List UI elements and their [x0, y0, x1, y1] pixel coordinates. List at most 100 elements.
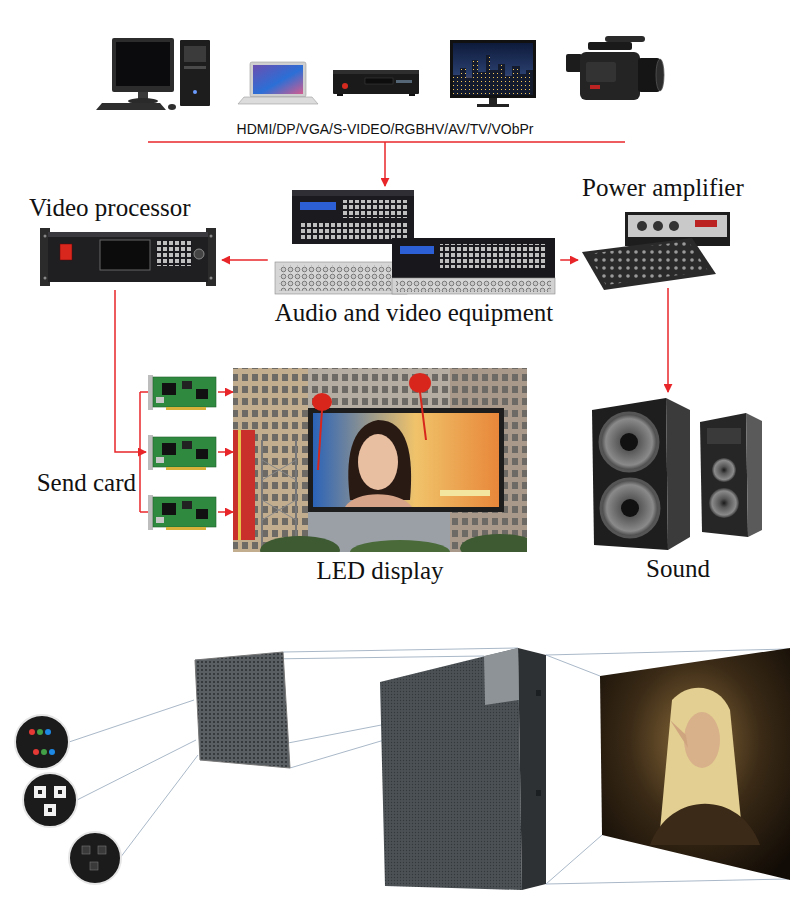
- send-card-board: [148, 375, 216, 410]
- video-processor-unit: [210, 277, 213, 280]
- television: [453, 43, 533, 95]
- media-player: [333, 70, 419, 74]
- unit-label: LED display: [316, 557, 443, 586]
- led-display-photo: [260, 536, 340, 552]
- matrix-switcher: [300, 202, 336, 210]
- led-module: [283, 648, 518, 652]
- led-closeup: [98, 846, 106, 854]
- led-cabinet: [484, 648, 519, 705]
- send-card-board: [148, 375, 216, 530]
- send-card-board: [148, 495, 216, 530]
- power-amplifier-unit: [653, 221, 663, 231]
- laptop: [238, 97, 318, 104]
- matrix-switcher: [396, 280, 551, 292]
- led-cabinet: [546, 655, 600, 676]
- video-processor-unit: [194, 249, 204, 259]
- video-processor-unit: [48, 232, 208, 237]
- loudspeakers: [707, 428, 741, 444]
- matrix-switcher: [392, 278, 555, 294]
- matrix-switcher: [275, 190, 555, 294]
- video-camera: [656, 59, 664, 91]
- led-cabinet: [518, 648, 546, 890]
- desktop-computer: [116, 42, 170, 86]
- desktop-computer: [168, 104, 176, 110]
- led-closeup: [49, 749, 55, 755]
- video-processor-unit: [44, 235, 47, 238]
- matrix-switcher: [342, 200, 408, 218]
- led-display-photo: [300, 368, 460, 413]
- flow-arrow: [560, 259, 578, 261]
- loudspeakers: [666, 398, 690, 550]
- video-camera: [566, 54, 582, 72]
- media-player: [396, 80, 412, 83]
- led-closeup: [69, 832, 121, 884]
- led-display-photo: [238, 430, 241, 540]
- loudspeakers: [592, 398, 668, 550]
- loudspeakers: [601, 479, 659, 537]
- led-closeup: [44, 804, 56, 816]
- media-player: [333, 70, 419, 96]
- video-processor-unit: [60, 244, 72, 260]
- video-camera: [590, 85, 600, 89]
- power-amplifier-unit: [695, 220, 717, 227]
- video-processor-unit: [40, 228, 216, 286]
- video-processor-unit: [48, 232, 208, 282]
- signal-bus-line: [148, 141, 625, 143]
- led-closeup: [58, 790, 62, 794]
- led-display-photo: [318, 410, 322, 470]
- send-card-wiring: [140, 392, 233, 512]
- led-cabinet: [380, 648, 522, 890]
- led-closeup: [34, 786, 46, 798]
- led-display-photo: [233, 368, 308, 552]
- equipment-block: Audio and video equipment: [268, 186, 560, 328]
- led-closeup: [41, 749, 47, 755]
- flow-arrow: [384, 142, 386, 186]
- led-closeup: [90, 862, 98, 870]
- send-card-wiring: [218, 511, 233, 513]
- desktop-computer: [112, 38, 174, 92]
- video-camera: [605, 36, 645, 42]
- video-processor-unit: [210, 235, 213, 238]
- led-display-photo: [262, 460, 296, 480]
- led-display-photo: [262, 500, 296, 520]
- led-display-photo: [345, 494, 412, 507]
- video-processor-unit: [44, 277, 47, 280]
- source-group: HDMI/DP/VGA/S-VIDEO/RGBHV/AV/TV/VObPr: [100, 30, 670, 142]
- led-display-photo: [358, 434, 398, 490]
- led-display-photo: [420, 392, 426, 440]
- unit-label: Video processor: [29, 194, 191, 223]
- television: [489, 98, 497, 104]
- matrix-switcher: [300, 222, 408, 240]
- led-display-photo: [261, 440, 263, 552]
- media-player: [342, 83, 348, 89]
- led-closeup: [120, 755, 198, 858]
- unit-label: Audio and video equipment: [275, 299, 553, 328]
- power-amplifier-unit: [582, 212, 730, 290]
- display-block: LED display: [233, 368, 527, 586]
- signal-bus-line: [148, 142, 625, 143]
- led-display-photo: [409, 373, 431, 393]
- led-closeup: [15, 715, 69, 769]
- finished-screen: [684, 712, 720, 768]
- desktop-computer: [96, 38, 210, 110]
- matrix-switcher: [275, 262, 407, 294]
- led-display-photo: [262, 460, 296, 480]
- led-display-photo: [233, 368, 527, 552]
- send-card-wiring: [218, 391, 233, 393]
- led-display-photo: [308, 408, 504, 512]
- matrix-switcher: [400, 246, 434, 254]
- media-player: [333, 70, 419, 94]
- desktop-computer: [184, 46, 206, 62]
- led-cabinet: [536, 790, 541, 796]
- television: [450, 40, 536, 98]
- led-display-photo: [348, 420, 411, 500]
- desktop-computer: [193, 90, 197, 94]
- led-display-photo: [460, 534, 527, 552]
- unit-label: Power amplifier: [582, 174, 744, 203]
- video-camera: [580, 52, 640, 100]
- laptop: [250, 62, 306, 97]
- led-display-photo: [233, 368, 308, 552]
- led-cabinet: [536, 690, 541, 696]
